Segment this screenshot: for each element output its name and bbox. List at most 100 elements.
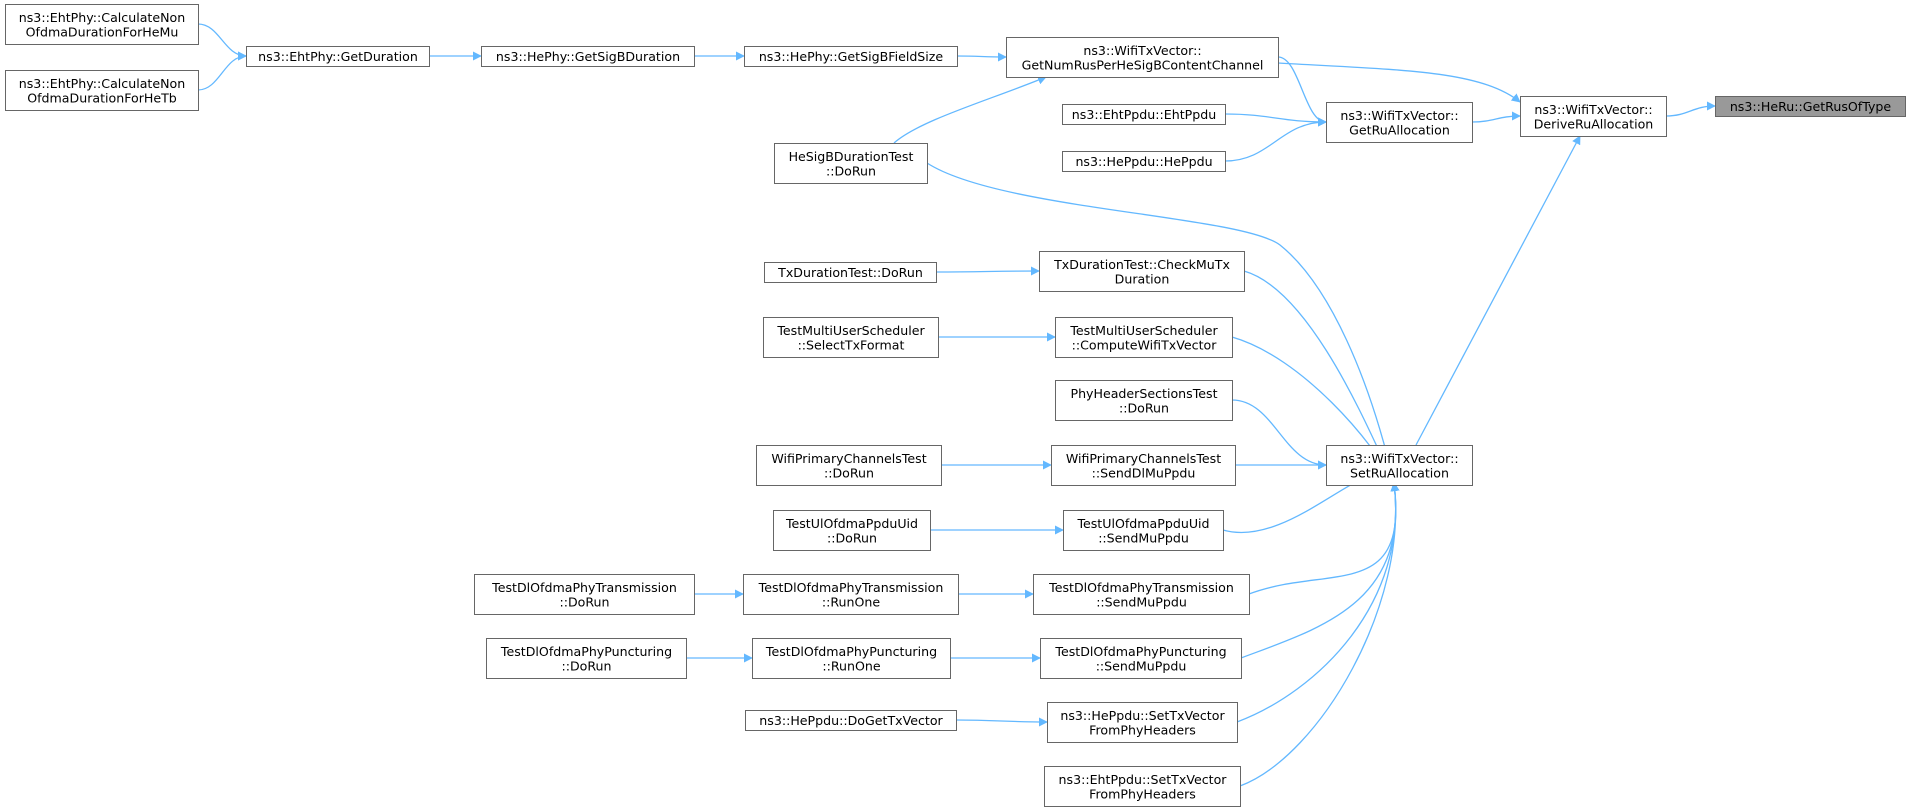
node-label: ns3::WifiTxVector:: — [1534, 102, 1652, 117]
edge-getnumrus-to-getruallocation — [1277, 56, 1327, 127]
node-label: TestDlOfdmaPhyTransmission — [758, 580, 944, 595]
node-box — [745, 710, 957, 731]
node-label: ns3::HePhy::GetSigBDuration — [496, 49, 680, 64]
node-box — [1326, 102, 1473, 143]
node-box — [1047, 702, 1238, 743]
node-calcnonofdmatb[interactable]: ns3::EhtPhy::CalculateNonOfdmaDurationFo… — [5, 70, 199, 111]
node-label: PhyHeaderSectionsTest — [1070, 386, 1217, 401]
node-label: TxDurationTest::CheckMuTx — [1053, 257, 1230, 272]
node-box — [1715, 96, 1906, 117]
node-ehtppdu[interactable]: ns3::EhtPpdu::EhtPpdu — [1062, 104, 1226, 125]
node-label: GetRuAllocation — [1349, 122, 1450, 137]
node-uldorun[interactable]: TestUlOfdmaPpduUid::DoRun — [773, 510, 931, 551]
node-box — [1062, 151, 1226, 172]
node-getrusoftype[interactable]: ns3::HeRu::GetRusOfType — [1715, 96, 1906, 117]
node-label: ::DoRun — [559, 594, 609, 609]
node-box — [756, 445, 942, 486]
node-box — [246, 46, 430, 67]
node-ulsendmuppdu[interactable]: TestUlOfdmaPpduUid::SendMuPpdu — [1063, 510, 1224, 551]
node-box — [744, 46, 958, 67]
node-label: TestMultiUserScheduler — [1069, 323, 1218, 338]
node-dltxrunone[interactable]: TestDlOfdmaPhyTransmission::RunOne — [743, 574, 959, 615]
nodes-layer: ns3::HeRu::GetRusOfTypens3::WifiTxVector… — [5, 4, 1906, 807]
node-label: TestMultiUserScheduler — [776, 323, 925, 338]
node-label: WifiPrimaryChannelsTest — [771, 451, 926, 466]
node-label: FromPhyHeaders — [1089, 722, 1196, 737]
node-label: ns3::EhtPhy::CalculateNon — [19, 76, 185, 91]
node-getruallocation[interactable]: ns3::WifiTxVector::GetRuAllocation — [1326, 102, 1473, 143]
edge-deriveru-to-getrusoftype — [1665, 101, 1716, 117]
node-getsigbduration[interactable]: ns3::HePhy::GetSigBDuration — [481, 46, 695, 67]
node-selecttxformat[interactable]: TestMultiUserScheduler::SelectTxFormat — [763, 317, 939, 358]
node-getsigbfieldsize[interactable]: ns3::HePhy::GetSigBFieldSize — [744, 46, 958, 67]
node-dlpuncsendmu[interactable]: TestDlOfdmaPhyPuncturing::SendMuPpdu — [1040, 638, 1242, 679]
node-label: TestDlOfdmaPhyTransmission — [1048, 580, 1234, 595]
node-label: Duration — [1115, 271, 1170, 286]
node-box — [1063, 510, 1224, 551]
node-label: ns3::EhtPpdu::SetTxVector — [1059, 772, 1228, 787]
node-label: ns3::EhtPhy::GetDuration — [258, 49, 418, 64]
edge-hesigbtest-to-setruallocation — [926, 162, 1397, 484]
edge-hedogettx-to-hesettx — [955, 717, 1048, 727]
node-senddlmuppdu[interactable]: WifiPrimaryChannelsTest::SendDlMuPpdu — [1051, 445, 1236, 486]
node-box — [1044, 766, 1241, 807]
node-dltxsendmu[interactable]: TestDlOfdmaPhyTransmission::SendMuPpdu — [1033, 574, 1250, 615]
node-box — [1040, 638, 1242, 679]
node-label: ::DoRun — [827, 530, 877, 545]
node-box — [1006, 37, 1279, 78]
edge-getruallocation-to-deriveru — [1471, 111, 1521, 123]
node-label: ::RunOne — [822, 658, 881, 673]
node-label: OfdmaDurationForHeMu — [26, 24, 179, 39]
node-box — [773, 510, 931, 551]
node-label: TestDlOfdmaPhyTransmission — [491, 580, 677, 595]
node-label: FromPhyHeaders — [1089, 786, 1196, 801]
node-hedogettx[interactable]: ns3::HePpdu::DoGetTxVector — [745, 710, 957, 731]
node-box — [774, 143, 928, 184]
node-label: SetRuAllocation — [1350, 465, 1449, 480]
node-setruallocation[interactable]: ns3::WifiTxVector::SetRuAllocation — [1326, 445, 1473, 486]
node-box — [1520, 96, 1667, 137]
node-box — [474, 574, 695, 615]
node-ehtgetduration[interactable]: ns3::EhtPhy::GetDuration — [246, 46, 430, 67]
node-txdurationdorun[interactable]: TxDurationTest::DoRun — [764, 262, 937, 283]
node-label: OfdmaDurationForHeTb — [27, 90, 177, 105]
node-box — [1051, 445, 1236, 486]
node-label: ::DoRun — [826, 163, 876, 178]
node-dltxdorun[interactable]: TestDlOfdmaPhyTransmission::DoRun — [474, 574, 695, 615]
node-dlpuncdorun[interactable]: TestDlOfdmaPhyPuncturing::DoRun — [486, 638, 687, 679]
node-box — [743, 574, 959, 615]
edge-ehtsettx-to-setruallocation — [1239, 482, 1400, 787]
node-deriveru[interactable]: ns3::WifiTxVector::DeriveRuAllocation — [1520, 96, 1667, 137]
node-box — [764, 262, 937, 283]
node-getnumrus[interactable]: ns3::WifiTxVector::GetNumRusPerHeSigBCon… — [1006, 37, 1279, 78]
node-label: ::SelectTxFormat — [798, 337, 905, 352]
node-hesigbtest[interactable]: HeSigBDurationTest::DoRun — [774, 143, 928, 184]
node-label: ::SendMuPpdu — [1096, 658, 1187, 673]
node-box — [1055, 380, 1233, 421]
node-label: TestUlOfdmaPpduUid — [1076, 516, 1209, 531]
node-label: ns3::WifiTxVector:: — [1340, 451, 1458, 466]
edge-heppdu-to-getruallocation — [1224, 117, 1327, 162]
node-label: ns3::HePpdu::DoGetTxVector — [759, 713, 943, 728]
node-computewifitx[interactable]: TestMultiUserScheduler::ComputeWifiTxVec… — [1055, 317, 1233, 358]
node-primarydorun[interactable]: WifiPrimaryChannelsTest::DoRun — [756, 445, 942, 486]
node-box — [5, 4, 199, 45]
node-label: ns3::HePpdu::SetTxVector — [1060, 708, 1225, 723]
edge-setruallocation-to-deriveru — [1415, 135, 1581, 446]
node-dlpuncrunone[interactable]: TestDlOfdmaPhyPuncturing::RunOne — [752, 638, 951, 679]
node-box — [1062, 104, 1226, 125]
node-box — [486, 638, 687, 679]
node-label: HeSigBDurationTest — [789, 149, 914, 164]
node-heppdu[interactable]: ns3::HePpdu::HePpdu — [1062, 151, 1226, 172]
node-phyheadersections[interactable]: PhyHeaderSectionsTest::DoRun — [1055, 380, 1233, 421]
node-label: ns3::HeRu::GetRusOfType — [1730, 99, 1892, 114]
node-calcnonofdmamu[interactable]: ns3::EhtPhy::CalculateNonOfdmaDurationFo… — [5, 4, 199, 45]
edge-calcnonofdmatb-to-ehtgetduration — [197, 51, 247, 91]
node-label: ns3::HePpdu::HePpdu — [1075, 154, 1212, 169]
edge-dlpuncsendmu-to-setruallocation — [1240, 482, 1400, 659]
node-label: TestDlOfdmaPhyPuncturing — [500, 644, 672, 659]
